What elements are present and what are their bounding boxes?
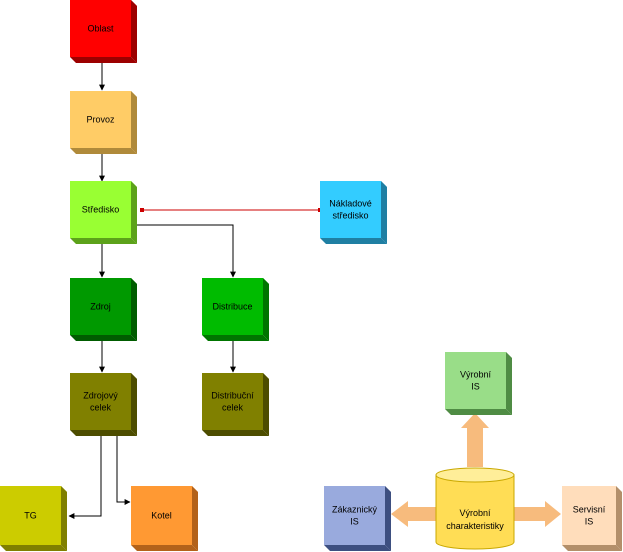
node-label-line-2: IS <box>471 382 480 392</box>
node-label-line-1: Distribuce <box>212 302 252 312</box>
arrow-up-to-vyrobni-is <box>461 413 489 467</box>
node-side-face <box>263 278 269 341</box>
node-oblast: Oblast <box>70 0 137 63</box>
node-front-face <box>324 486 385 545</box>
node-label-line-1: Středisko <box>82 205 120 215</box>
database-top <box>435 467 515 483</box>
node-bottom-face <box>70 335 137 341</box>
node-zdroj: Zdroj <box>70 278 137 341</box>
node-bottom-face <box>70 430 137 436</box>
node-label-line-2: celek <box>222 403 244 413</box>
connector-zdrojovy-tg <box>68 435 102 519</box>
node-label-line-1: Servisní <box>573 505 606 515</box>
node-zdrojovy: Zdrojový celek <box>70 373 137 436</box>
node-label-line-2: celek <box>90 403 112 413</box>
database-label-line-1: Výrobní <box>459 508 491 518</box>
node-side-face <box>61 486 67 551</box>
node-bottom-face <box>70 148 137 154</box>
arrow-right-to-servisni-is <box>514 501 561 527</box>
node-side-face <box>385 486 391 551</box>
node-front-face <box>131 486 192 545</box>
node-bottom-face <box>202 430 269 436</box>
node-nakladove: Nákladové středisko <box>320 181 387 244</box>
node-bottom-face <box>202 335 269 341</box>
node-side-face <box>131 278 137 341</box>
arrow-left-to-zakaznicky-is <box>391 501 436 527</box>
database-vyrobni-charakteristiky: Výrobní charakteristiky <box>435 467 515 550</box>
node-front-face <box>445 352 506 409</box>
node-label-line-1: Výrobní <box>460 370 492 380</box>
database-body <box>435 474 515 550</box>
node-side-face <box>131 91 137 154</box>
node-bottom-face <box>0 545 67 551</box>
node-bottom-face <box>320 238 387 244</box>
node-label-line-1: Zdrojový <box>83 391 118 401</box>
node-front-face <box>202 278 263 335</box>
node-front-face <box>70 0 131 57</box>
node-provoz: Provoz <box>70 91 137 154</box>
node-side-face <box>381 181 387 244</box>
node-bottom-face <box>70 57 137 63</box>
node-label-line-2: IS <box>585 517 594 527</box>
node-bottom-face <box>562 545 622 551</box>
node-side-face <box>616 486 622 551</box>
node-side-face <box>192 486 198 551</box>
node-label-line-1: Nákladové <box>329 199 372 209</box>
node-label-line-2: středisko <box>332 211 368 221</box>
node-kotel: Kotel <box>131 486 198 551</box>
node-front-face <box>0 486 61 545</box>
node-bottom-face <box>445 409 512 415</box>
node-label-line-1: Zdroj <box>90 302 111 312</box>
node-front-face <box>70 278 131 335</box>
connector-zdrojovy-kotel <box>116 435 131 505</box>
node-side-face <box>506 352 512 415</box>
node-label-line-1: TG <box>24 511 37 521</box>
node-side-face <box>131 0 137 63</box>
node-label-line-1: Distribuční <box>211 391 254 401</box>
node-label-line-2: IS <box>350 517 359 527</box>
node-bottom-face <box>324 545 391 551</box>
node-front-face <box>562 486 616 545</box>
database-arrows <box>391 413 561 527</box>
connectors <box>68 62 322 519</box>
node-side-face <box>263 373 269 436</box>
connector-stredisko-distribuce <box>137 224 236 278</box>
node-bottom-face <box>131 545 198 551</box>
node-distribucni: Distribuční celek <box>202 373 269 436</box>
node-tg: TG <box>0 486 67 551</box>
node-front-face <box>70 181 131 238</box>
node-front-face <box>70 91 131 148</box>
database-label-line-2: charakteristiky <box>446 521 504 531</box>
node-label-line-1: Oblast <box>87 24 114 34</box>
node-label-line-1: Kotel <box>151 511 172 521</box>
node-side-face <box>131 181 137 244</box>
node-distribuce: Distribuce <box>202 278 269 341</box>
node-label-line-1: Zákaznický <box>332 505 378 515</box>
node-side-face <box>131 373 137 436</box>
node-stredisko: Středisko <box>70 181 137 244</box>
node-front-face <box>70 373 131 430</box>
node-label-line-1: Provoz <box>86 115 115 125</box>
node-bottom-face <box>70 238 137 244</box>
node-front-face <box>320 181 381 238</box>
node-front-face <box>202 373 263 430</box>
